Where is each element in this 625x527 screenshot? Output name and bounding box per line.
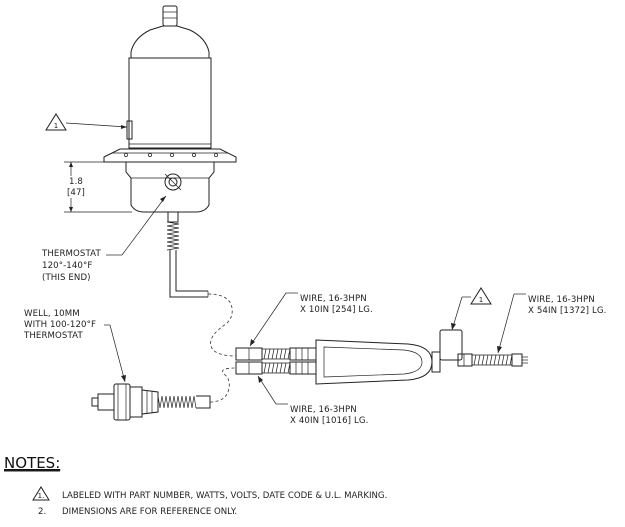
wire-bottom-label-2: X 40IN [1016] LG.	[290, 416, 368, 426]
well-label-3: THERMOSTAT	[23, 331, 83, 341]
dimension-mm: [47]	[67, 188, 85, 198]
tank-base-housing	[125, 161, 215, 213]
well-cord-dashed	[209, 367, 237, 403]
thermostat-stub	[167, 211, 179, 223]
tank-cord	[169, 250, 208, 298]
lower-braid	[262, 362, 291, 374]
notes-title: NOTES:	[4, 454, 60, 472]
height-dimension: 1.8 [47]	[64, 161, 132, 213]
heater-tank-assembly	[103, 5, 237, 298]
strain-relief-coil	[166, 221, 180, 251]
well-label-1: WELL, 10MM	[24, 309, 80, 319]
notes-section: NOTES: 1. LABELED WITH PART NUMBER, WATT…	[4, 454, 387, 517]
wire-top-callout: WIRE, 16-3HPN X 10IN [254] LG.	[249, 292, 373, 347]
warning-triangle-icon	[470, 287, 492, 305]
svg-text:1: 1	[479, 296, 483, 304]
svg-text:1: 1	[54, 122, 58, 130]
wire-bottom-label-1: WIRE, 16-3HPN	[290, 405, 357, 415]
well-strain-relief	[157, 395, 197, 409]
wire-top-label-1: WIRE, 16-3HPN	[300, 294, 367, 304]
connector-hub	[235, 329, 528, 385]
right-braid	[472, 354, 513, 366]
wire-bottom-callout: WIRE, 16-3HPN X 40IN [1016] LG.	[257, 375, 368, 426]
note-item-1: 1. LABELED WITH PART NUMBER, WATTS, VOLT…	[32, 486, 387, 501]
note-item-2: 2. DIMENSIONS ARE FOR REFERENCE ONLY.	[38, 507, 237, 517]
flag-note-1-tank: 1	[45, 113, 128, 131]
warning-triangle-icon	[45, 113, 67, 131]
wire-right-label-1: WIRE, 16-3HPN	[528, 295, 595, 305]
note-text-2: DIMENSIONS ARE FOR REFERENCE ONLY.	[62, 507, 237, 517]
junction-box	[439, 329, 463, 361]
drain-port	[164, 173, 182, 191]
upper-braid	[262, 348, 291, 360]
note-marker-2: 2.	[38, 507, 46, 517]
flag-note-1-junction: 1	[451, 287, 492, 331]
well-callout: WELL, 10MM WITH 100-120°F THERMOSTAT	[23, 309, 126, 383]
thermostat-label-2: 120°-140°F	[42, 261, 92, 271]
label-tab	[126, 120, 133, 140]
thermostat-label-1: THERMOSTAT	[41, 249, 101, 259]
wire-right-callout: WIRE, 16-3HPN X 54IN [1372] LG.	[497, 293, 606, 354]
tank-dome	[130, 25, 210, 59]
well-thermostat	[91, 383, 211, 421]
note-marker-1: 1.	[38, 492, 45, 500]
thermostat-callout: THERMOSTAT 120°-140°F (THIS END)	[41, 195, 167, 283]
wire-right-label-2: X 54IN [1372] LG.	[528, 306, 606, 316]
well-label-2: WITH 100-120°F	[24, 320, 96, 330]
warning-triangle-icon	[32, 486, 50, 501]
note-text-1: LABELED WITH PART NUMBER, WATTS, VOLTS, …	[62, 491, 387, 501]
wire-top-label-2: X 10IN [254] LG.	[300, 305, 373, 315]
thermostat-label-3: (THIS END)	[42, 273, 91, 283]
hub-body	[315, 339, 433, 385]
tank-top-nipple	[162, 5, 178, 27]
tank-cord-dashed	[207, 293, 237, 357]
tank-flange	[103, 148, 237, 163]
dimension-inches: 1.8	[69, 177, 83, 187]
tank-body	[128, 57, 212, 149]
